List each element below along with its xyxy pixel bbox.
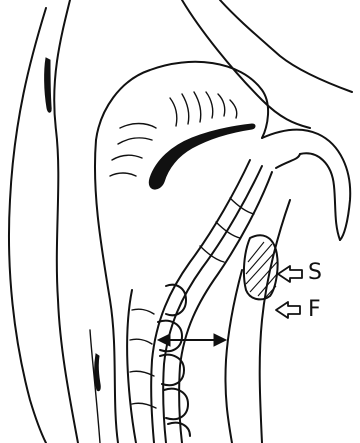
- label-s: S: [308, 262, 322, 284]
- spinal-column: [151, 160, 272, 443]
- dark-lesion: [149, 124, 255, 189]
- label-f: F: [308, 299, 321, 321]
- lower-contours: [90, 330, 100, 443]
- pharynx-hook: [262, 130, 350, 240]
- hatched-swelling: [244, 235, 278, 299]
- pointer-arrow-f: [276, 302, 300, 318]
- measurement-arrow: [158, 334, 226, 346]
- head-outline: [9, 0, 78, 443]
- pointer-arrow-s: [278, 266, 302, 282]
- skull-contour: [95, 0, 352, 443]
